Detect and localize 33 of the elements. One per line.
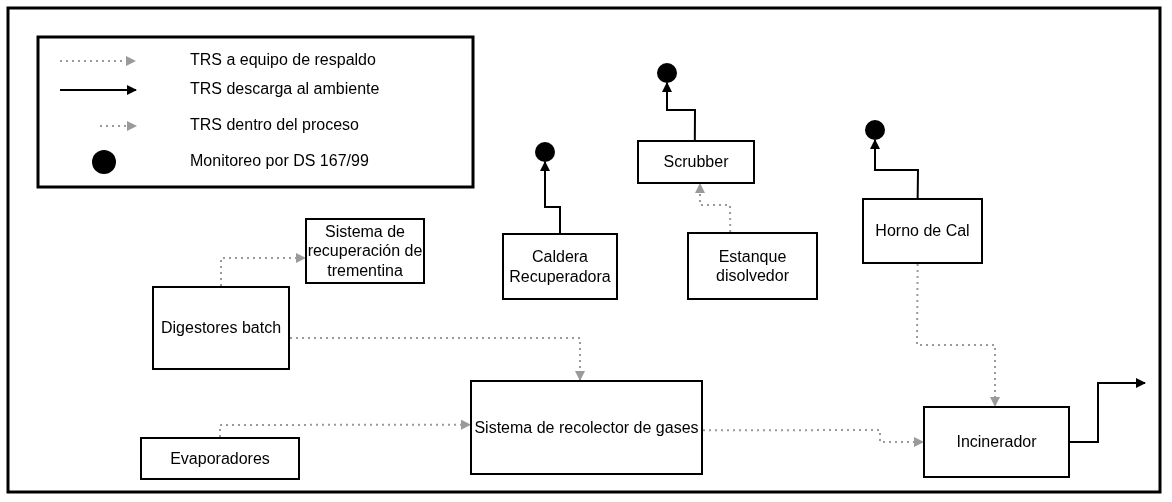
arrow xyxy=(870,139,919,199)
process-box xyxy=(923,406,1070,478)
box-label: Sistema de recuperación de trementina xyxy=(307,222,423,280)
arrow xyxy=(1069,378,1146,443)
arrow xyxy=(219,419,471,438)
arrow xyxy=(695,183,732,233)
arrow xyxy=(662,82,696,141)
arrow xyxy=(220,253,306,287)
legend-label: TRS a equipo de respaldo xyxy=(190,51,376,69)
process-box xyxy=(470,380,703,475)
process-box xyxy=(140,437,300,480)
process-box xyxy=(502,233,618,300)
box-label: Caldera Recuperadora xyxy=(508,247,612,286)
monitoring-dot xyxy=(535,142,555,162)
box-label: Evaporadores xyxy=(170,448,270,469)
legend-label: TRS descarga al ambiente xyxy=(190,80,380,98)
process-box xyxy=(862,198,983,264)
process-box xyxy=(637,140,755,184)
monitoring-dot xyxy=(865,120,885,140)
process-box xyxy=(687,232,818,300)
arrow xyxy=(916,263,1001,407)
box-label: Scrubber xyxy=(663,152,729,172)
legend-label: TRS dentro del proceso xyxy=(190,116,359,134)
box-label: Estanque disolvedor xyxy=(715,246,790,286)
box-label: Horno de Cal xyxy=(875,221,970,241)
legend-label: Monitoreo por DS 167/99 xyxy=(190,152,369,170)
arrow xyxy=(702,429,924,447)
process-box xyxy=(152,286,290,370)
arrow xyxy=(540,161,561,234)
box-label: Sistema de recolector de gases xyxy=(474,417,699,438)
box-label: Incinerador xyxy=(956,432,1037,452)
box-label: Digestores batch xyxy=(160,318,282,338)
monitoring-dot xyxy=(657,63,677,83)
